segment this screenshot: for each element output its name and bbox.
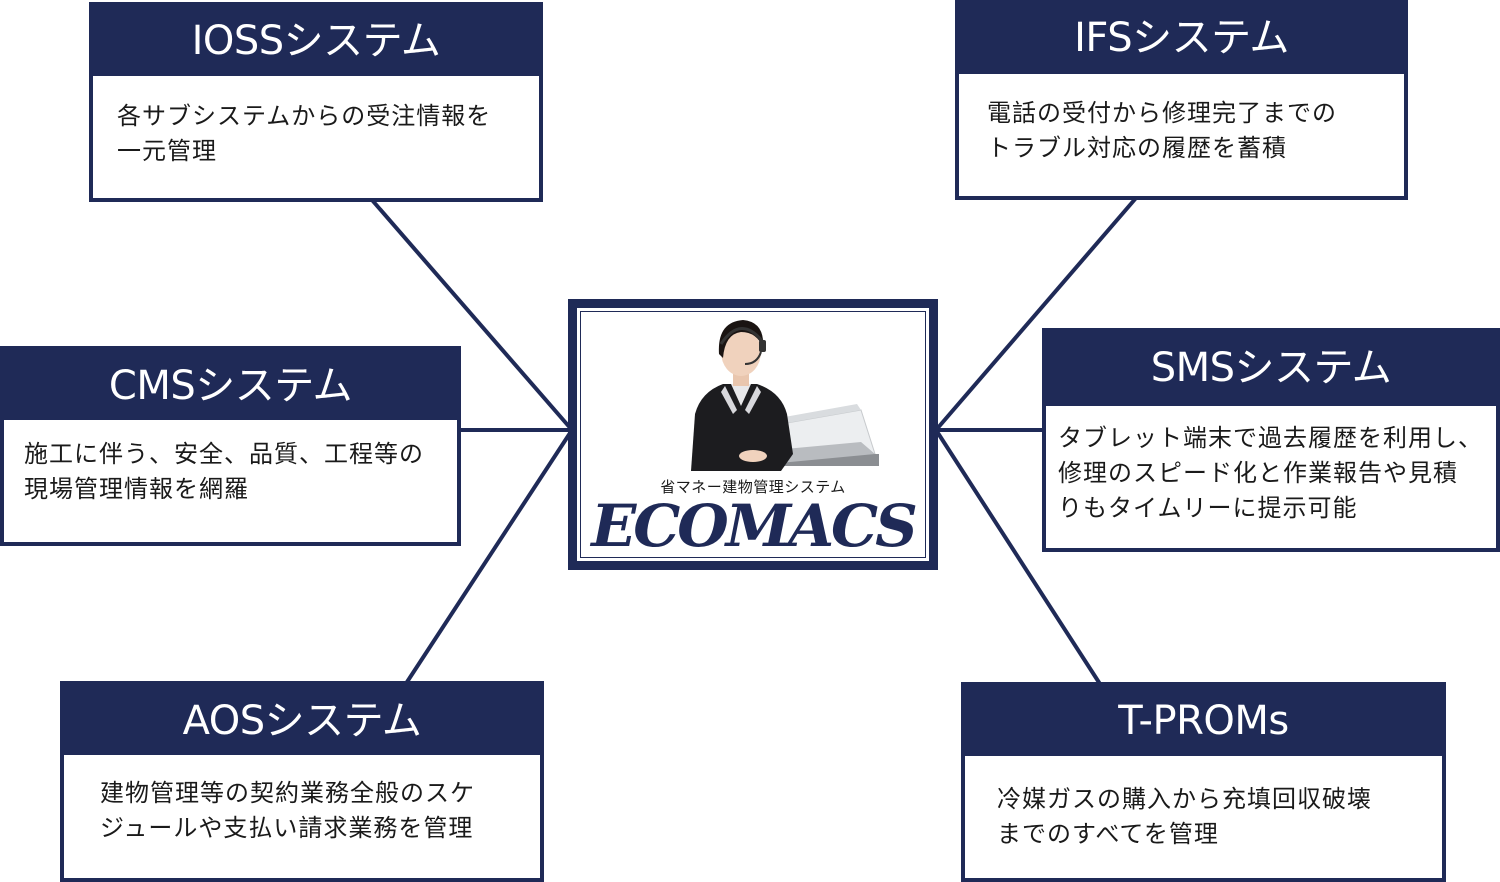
ecomacs-center-panel: 省マネー建物管理システム ECOMACS xyxy=(568,299,938,570)
sms-system-box: SMSシステム タブレット端末で過去履歴を利用し、 修理のスピード化と作業報告や… xyxy=(1042,328,1500,552)
connector-tproms xyxy=(934,428,1102,686)
ecomacs-tagline: 省マネー建物管理システム xyxy=(660,478,846,496)
ioss-system-description: 各サブシステムからの受注情報を 一元管理 xyxy=(117,102,492,165)
cms-system-description: 施工に伴う、安全、品質、工程等の 現場管理情報を網羅 xyxy=(24,440,424,503)
connector-ifs xyxy=(934,196,1138,432)
connector-aos xyxy=(405,428,574,684)
sms-system-title: SMSシステム xyxy=(1150,345,1392,391)
tproms-system-title: T-PROMs xyxy=(1118,698,1289,744)
sms-system-body: タブレット端末で過去履歴を利用し、 修理のスピード化と作業報告や見積 りもタイム… xyxy=(1046,406,1496,548)
ifs-system-box: IFSシステム 電話の受付から修理完了までの トラブル対応の履歴を蓄積 xyxy=(955,0,1408,200)
sms-system-description: タブレット端末で過去履歴を利用し、 修理のスピード化と作業報告や見積 りもタイム… xyxy=(1058,424,1483,522)
cms-system-body: 施工に伴う、安全、品質、工程等の 現場管理情報を網羅 xyxy=(4,420,457,542)
ioss-system-box: IOSSシステム 各サブシステムからの受注情報を 一元管理 xyxy=(89,2,543,202)
aos-system-description: 建物管理等の契約業務全般のスケ ジュールや支払い請求業務を管理 xyxy=(100,779,475,842)
connector-ioss xyxy=(370,198,574,432)
tproms-system-body: 冷媒ガスの購入から充填回収破壊 までのすべてを管理 xyxy=(965,756,1442,878)
tproms-system-box: T-PROMs 冷媒ガスの購入から充填回収破壊 までのすべてを管理 xyxy=(961,682,1446,882)
ioss-system-title: IOSSシステム xyxy=(191,18,441,64)
aos-system-body: 建物管理等の契約業務全般のスケ ジュールや支払い請求業務を管理 xyxy=(64,755,540,878)
ecomacs-logo: ECOMACS xyxy=(591,492,918,560)
ifs-system-title: IFSシステム xyxy=(1074,15,1289,61)
ifs-system-body: 電話の受付から修理完了までの トラブル対応の履歴を蓄積 xyxy=(959,74,1404,196)
ioss-system-body: 各サブシステムからの受注情報を 一元管理 xyxy=(93,76,539,198)
aos-system-title: AOSシステム xyxy=(182,698,422,744)
cms-system-title: CMSシステム xyxy=(108,363,353,409)
ecomacs-inner-frame: 省マネー建物管理システム ECOMACS xyxy=(580,311,926,560)
tproms-system-description: 冷媒ガスの購入から充填回収破壊 までのすべてを管理 xyxy=(997,785,1372,848)
operator-photo xyxy=(691,320,879,471)
aos-system-box: AOSシステム 建物管理等の契約業務全般のスケ ジュールや支払い請求業務を管理 xyxy=(60,681,544,882)
cms-system-box: CMSシステム 施工に伴う、安全、品質、工程等の 現場管理情報を網羅 xyxy=(0,346,461,546)
ifs-system-description: 電話の受付から修理完了までの トラブル対応の履歴を蓄積 xyxy=(987,99,1337,162)
